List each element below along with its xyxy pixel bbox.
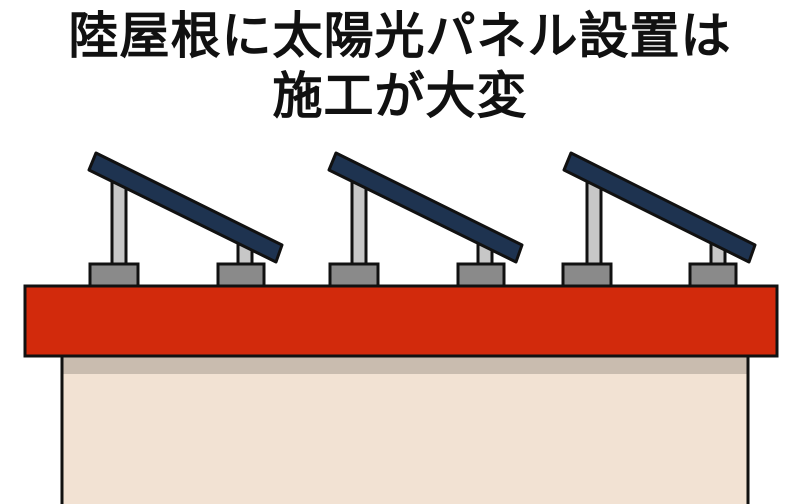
front-post — [585, 178, 603, 270]
rear-base — [216, 262, 266, 288]
wall-shadow — [63, 356, 747, 374]
solar-panel — [87, 151, 284, 264]
front-base — [561, 262, 613, 288]
flat-roof-slab — [23, 284, 779, 358]
solar-panel-unit-1 — [87, 151, 284, 288]
front-base — [88, 262, 140, 288]
solar-panel-unit-2 — [327, 151, 524, 288]
building-wall — [60, 353, 750, 504]
solar-panel — [562, 151, 757, 264]
headline: 陸屋根に太陽光パネル設置は 施工が大変 — [0, 0, 800, 126]
solar-panel — [327, 151, 524, 264]
headline-line-1: 陸屋根に太陽光パネル設置は — [68, 7, 732, 65]
front-post — [350, 178, 368, 270]
headline-line-2: 施工が大変 — [272, 67, 528, 125]
solar-panel-unit-3 — [561, 151, 757, 288]
rear-base — [456, 262, 506, 288]
rear-base — [688, 262, 738, 288]
front-base — [328, 262, 380, 288]
front-post — [110, 178, 128, 270]
